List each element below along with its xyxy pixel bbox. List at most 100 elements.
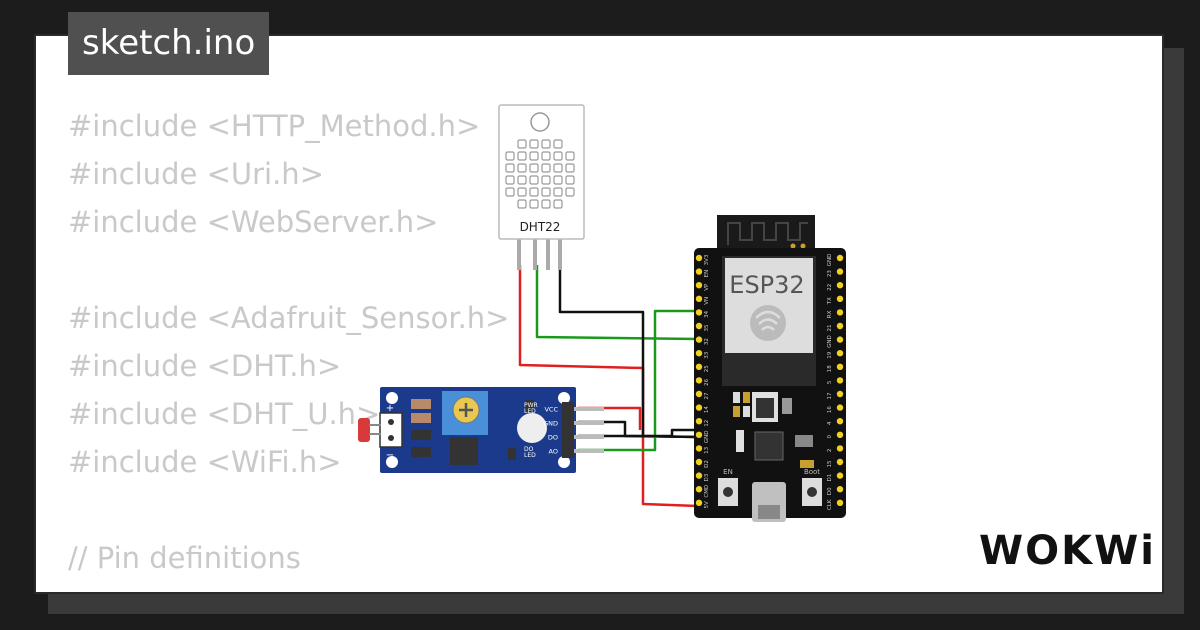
ldr-pin-do[interactable]: [574, 435, 604, 439]
ldr-pin-gnd[interactable]: [574, 421, 604, 425]
esp32-pin-left-6[interactable]: [695, 336, 703, 343]
esp32-pin-label: 14: [704, 406, 710, 413]
esp32-pin-label: 0: [827, 435, 833, 439]
esp32-pin-left-7[interactable]: [695, 350, 703, 357]
esp32-pin-left-1[interactable]: [695, 268, 703, 275]
brand-name: WOKWi: [979, 528, 1155, 574]
code-background: #include <HTTP_Method.h>#include <Uri.h>…: [68, 102, 510, 592]
esp32-pin-left-17[interactable]: [695, 486, 703, 493]
esp32-pin-left-4[interactable]: [695, 309, 703, 316]
esp32-pin-left-3[interactable]: [695, 295, 703, 302]
wokwi-logo: WOKWi: [979, 528, 1155, 574]
esp32-pin-label: GND: [827, 335, 833, 348]
esp32-pin-right-9[interactable]: [836, 377, 844, 384]
esp32-pin-right-12[interactable]: [836, 418, 844, 425]
esp32-pin-label: 13: [704, 446, 710, 453]
dht22-label: DHT22: [520, 220, 561, 234]
esp32-pin-label: RX: [827, 310, 833, 318]
wire-ldr-do: [578, 428, 698, 438]
code-line: #define LDR_PIN 34: [68, 582, 509, 592]
esp32-pin-right-5[interactable]: [836, 322, 844, 330]
ldr-pin-label: VCC: [544, 406, 558, 414]
esp32-pin-label: CMD: [704, 485, 710, 498]
tab-sketch-ino[interactable]: sketch.ino: [68, 12, 270, 75]
wire-ldr-ao: [578, 309, 698, 452]
code-line: #include <WiFi.h>: [68, 445, 342, 479]
preview-card: #include <HTTP_Method.h>#include <Uri.h>…: [34, 34, 1164, 594]
esp32-pin-label: 12: [704, 420, 710, 427]
esp32-pin-label: 27: [704, 392, 710, 399]
boot-button-label: Boot: [804, 468, 820, 476]
esp32-pin-label: GND: [704, 430, 710, 443]
ldr-pin-ao[interactable]: [574, 449, 604, 453]
esp32-pin-label: 21: [827, 325, 833, 332]
esp32-pin-label: D0: [827, 487, 833, 495]
esp32-pin-left-14[interactable]: [695, 445, 703, 452]
esp32-pin-label: 22: [827, 284, 833, 291]
esp32-pin-left-5[interactable]: [695, 322, 703, 330]
esp32-pin-right-15[interactable]: [836, 458, 844, 466]
esp32-pin-left-8[interactable]: [695, 363, 703, 370]
esp32-pin-label: 2: [827, 449, 833, 453]
esp32-pin-right-17[interactable]: [836, 486, 844, 493]
code-line: #include <HTTP_Method.h>: [68, 109, 481, 143]
esp32-pin-left-16[interactable]: [695, 472, 703, 479]
wire-dht-gnd: [558, 265, 699, 439]
esp32-board: ESP32 3V3ENVPVN343532332526271412GND13D2…: [694, 215, 846, 522]
wire-ldr-vcc: [578, 406, 642, 430]
esp32-pin-label: CLK: [827, 499, 833, 510]
esp32-pin-right-11[interactable]: [836, 404, 844, 411]
esp32-pin-right-6[interactable]: [836, 336, 844, 343]
esp32-pin-right-8[interactable]: [836, 363, 844, 370]
esp32-pin-left-2[interactable]: [695, 282, 703, 289]
esp32-pin-right-14[interactable]: [836, 445, 844, 452]
esp32-pin-label: 5: [827, 380, 833, 384]
ldr-pin-label: AO: [549, 448, 558, 456]
esp32-pin-label: 16: [827, 406, 833, 413]
esp32-pin-right-3[interactable]: [836, 295, 844, 302]
esp32-pin-label: D1: [827, 474, 833, 482]
esp32-pin-label: 17: [827, 392, 833, 399]
esp32-pin-right-10[interactable]: [836, 390, 844, 398]
esp32-pin-right-0[interactable]: [836, 254, 844, 262]
esp32-pin-label: 4: [827, 421, 833, 425]
code-line: #include <DHT_U.h>: [68, 397, 381, 431]
esp32-pin-label: GND: [827, 254, 833, 267]
ldr-pin-vcc[interactable]: [574, 407, 604, 411]
esp32-pin-right-16[interactable]: [836, 472, 844, 479]
esp32-pin-label: 26: [704, 378, 710, 385]
esp32-pin-label: 5V: [704, 501, 710, 508]
ldr-resistors: [411, 399, 534, 457]
esp32-pin-left-15[interactable]: [695, 458, 703, 466]
esp32-pin-left-9[interactable]: [695, 377, 703, 384]
esp32-pin-right-1[interactable]: [836, 268, 844, 275]
esp32-pin-left-18[interactable]: [695, 499, 703, 506]
ldr-plus: +: [386, 403, 394, 414]
code-line: #include <Adafruit_Sensor.h>: [68, 301, 510, 335]
dht22-sensor: DHT22: [498, 104, 585, 270]
esp32-pin-right-18[interactable]: [836, 499, 844, 506]
esp32-pin-label: TX: [827, 297, 833, 305]
esp32-pin-right-2[interactable]: [836, 282, 844, 289]
esp32-pin-label: 33: [704, 351, 710, 358]
esp32-pin-left-10[interactable]: [695, 390, 703, 398]
esp32-pin-right-13[interactable]: [836, 431, 844, 438]
esp32-pin-label: 3V3: [704, 254, 710, 265]
esp32-components: EN Boot: [718, 392, 822, 522]
en-button-label: EN: [723, 468, 733, 476]
esp32-pin-left-13[interactable]: [695, 431, 703, 438]
esp32-pin-left-11[interactable]: [695, 404, 703, 411]
esp32-pin-label: 19: [827, 351, 833, 358]
esp32-pin-label: 18: [827, 365, 833, 372]
esp32-pin-right-7[interactable]: [836, 350, 844, 357]
esp32-pin-right-4[interactable]: [836, 309, 844, 316]
esp32-pin-left-0[interactable]: [695, 254, 703, 262]
ldr-minus: −: [386, 450, 394, 461]
wires: [518, 265, 699, 508]
esp32-pin-label: D3: [704, 473, 710, 481]
esp32-pin-left-12[interactable]: [695, 418, 703, 425]
esp32-pin-label: 23: [827, 270, 833, 277]
